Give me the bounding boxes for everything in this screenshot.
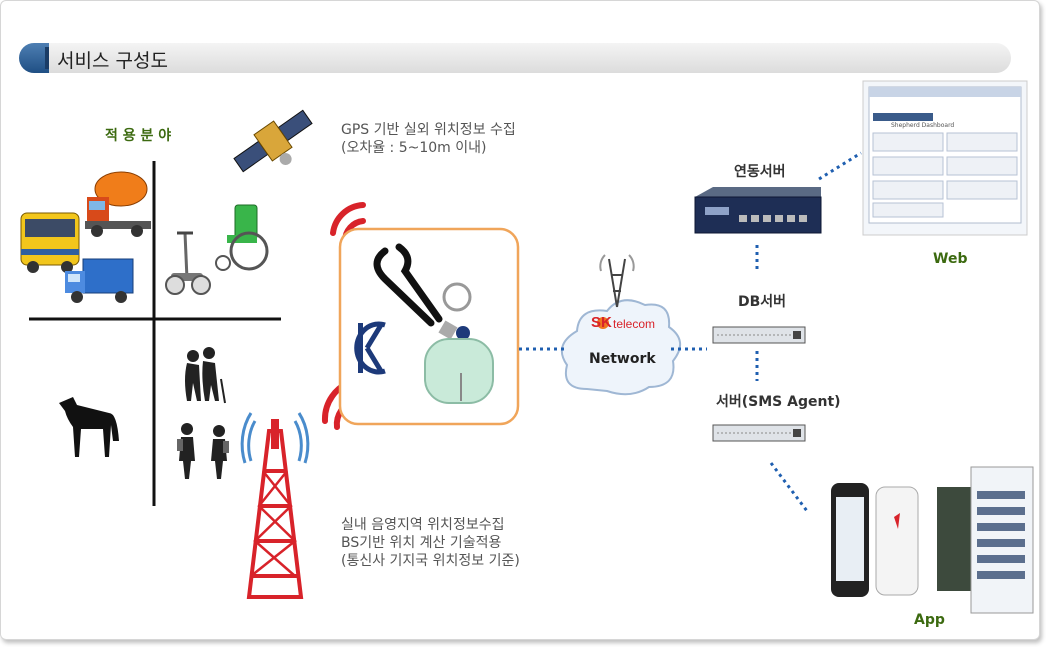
network-brand: SK [591, 314, 612, 331]
elderly-people-icon [185, 347, 226, 404]
page-title: 서비스 구성도 [57, 50, 168, 72]
link-server-label: 연동서버 [734, 164, 786, 180]
connection-lines [519, 151, 862, 512]
delivery-truck-icon [65, 258, 134, 303]
children-icon [177, 423, 229, 479]
satellite-icon [233, 109, 313, 173]
kc-certification-mark [354, 321, 386, 375]
smartphone-white-icon [875, 486, 919, 596]
cell-tower-icon [240, 412, 310, 599]
indoor-note: 실내 음영지역 위치정보수집 BS기반 위치 계산 기술적용 (통신사 기지국 … [341, 516, 520, 570]
db-server-icon [712, 326, 806, 344]
tracker-device-icon [373, 243, 494, 404]
gps-note-line2: (오차율 : 5~10m 이내) [341, 140, 487, 156]
network-label: Network [589, 351, 656, 367]
sms-server-label: 서버(SMS Agent) [716, 394, 841, 410]
mixer-truck-icon [85, 171, 151, 237]
gps-note: GPS 기반 실외 위치정보 수집 (오차율 : 5~10m 이내) [341, 121, 516, 157]
indoor-note-line3: (통신사 기지국 위치정보 기준) [341, 553, 520, 569]
link-server-icon [694, 187, 822, 234]
dog-icon [59, 397, 119, 457]
web-screen-heading: Shepherd Dashboard [891, 122, 954, 129]
gps-note-line1: GPS 기반 실외 위치정보 수집 [341, 122, 516, 138]
diagram-canvas: Shepherd Dashboard [20, 80, 1034, 614]
wheelchair-icon [215, 204, 269, 271]
indoor-note-line1: 실내 음영지역 위치정보수집 [341, 517, 505, 533]
app-client-label: App [914, 612, 945, 628]
section-header: 서비스 구성도 [19, 43, 1011, 73]
web-client-label: Web [933, 251, 968, 267]
sms-server-icon [712, 424, 806, 442]
network-brand-sub: telecom [613, 317, 656, 331]
bus-icon [20, 212, 80, 273]
segway-icon [165, 231, 211, 295]
indoor-note-line2: BS기반 위치 계산 기술적용 [341, 535, 502, 551]
smartphone-black-icon [831, 483, 869, 597]
db-server-label: DB서버 [738, 294, 787, 310]
network-cloud-icon [560, 254, 681, 396]
application-area-title: 적 용 분 야 [105, 128, 172, 144]
header-accent [19, 43, 49, 73]
app-screen-icon [937, 466, 1034, 614]
web-dashboard-screenshot: Shepherd Dashboard [862, 80, 1028, 236]
